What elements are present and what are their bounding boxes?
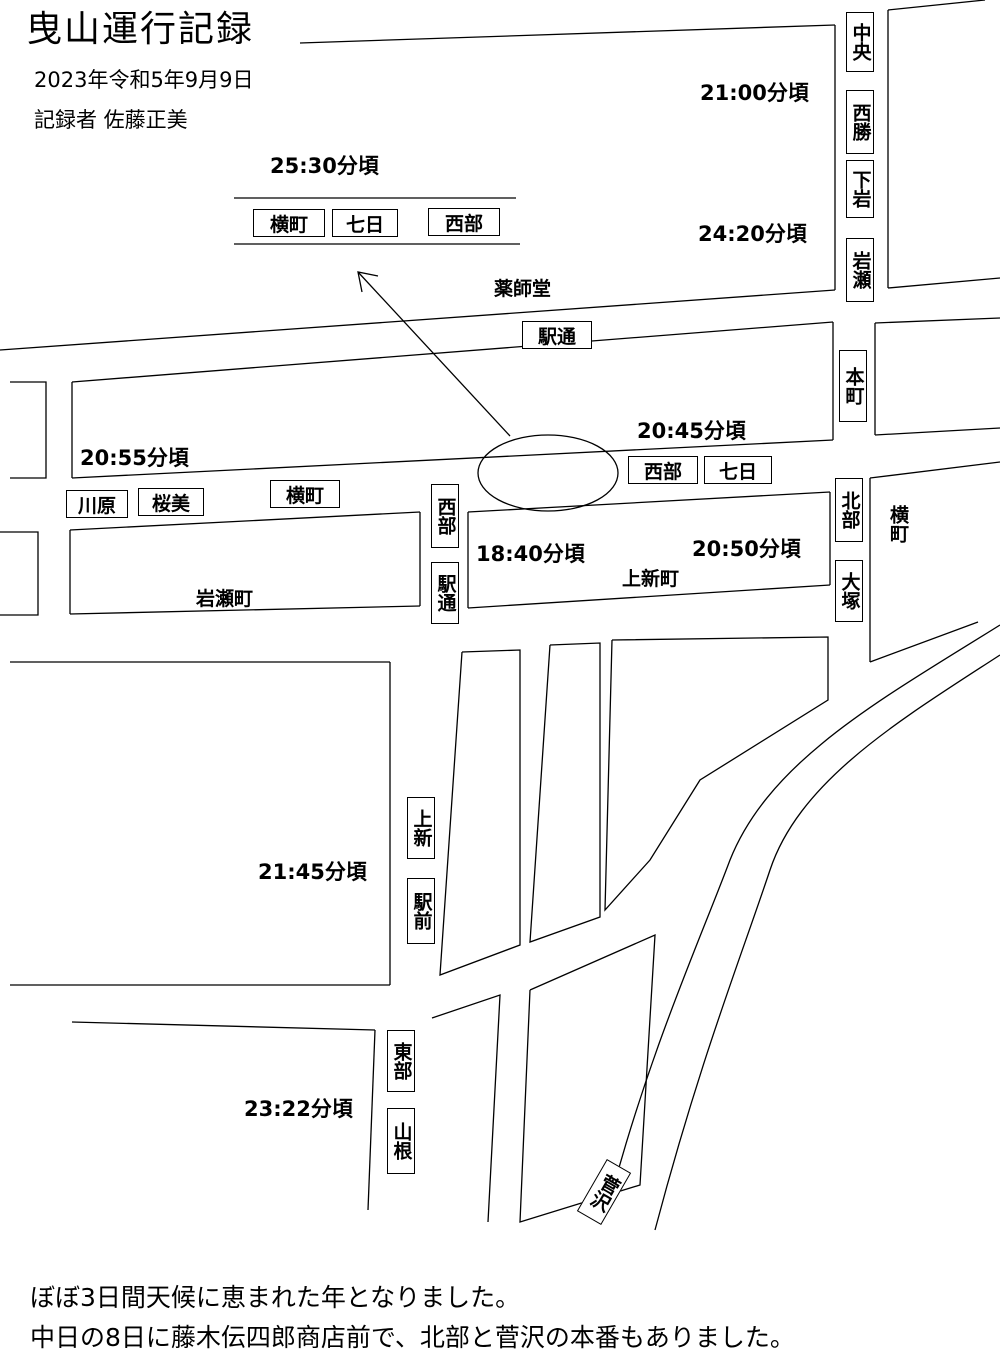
footer-note: 中日の8日に藤木伝四郎商店前で、北部と菅沢の本番もありました。: [30, 1323, 795, 1352]
float-marker: 東部: [387, 1030, 415, 1092]
road-line: [10, 381, 47, 479]
road-line: [869, 621, 979, 663]
time-label: 20:45分頃: [637, 419, 746, 443]
float-marker: 駅通: [431, 562, 459, 624]
recorder-name: 記録者 佐藤正美: [34, 108, 188, 132]
float-marker: 西勝: [846, 90, 874, 154]
road-line: [869, 461, 1000, 479]
float-marker: 七日: [704, 456, 772, 484]
footer-note: ぼぼ3日間天候に恵まれた年となりました。: [30, 1283, 521, 1312]
float-marker: 駅前: [407, 878, 435, 944]
highlight-ellipse: [477, 434, 619, 512]
street-name-iwasecho: 岩瀬町: [196, 588, 254, 610]
road-line: [71, 439, 834, 479]
road-line: [519, 933, 656, 1223]
road-line: [69, 605, 421, 615]
road-line: [367, 1029, 376, 1211]
float-marker: 桜美: [138, 488, 204, 516]
road-line: [71, 1021, 376, 1031]
road-line: [467, 584, 831, 609]
page-title: 曳山運行記録: [26, 9, 255, 50]
float-marker: 岩瀬: [846, 238, 874, 302]
float-marker: 横町: [253, 209, 325, 237]
time-label: 20:50分頃: [692, 537, 801, 561]
road-line: [0, 289, 836, 351]
road-line: [71, 321, 834, 383]
time-label: 20:55分頃: [80, 446, 189, 470]
float-marker: 上新: [407, 797, 435, 859]
record-date: 2023年令和5年9月9日: [34, 68, 254, 92]
time-label: 25:30分頃: [270, 154, 379, 178]
road-line: [654, 654, 1000, 1231]
float-marker: 山根: [387, 1108, 415, 1174]
road-line: [439, 649, 521, 976]
road-line: [604, 636, 829, 912]
road-line: [887, 277, 1000, 289]
road-line: [431, 994, 501, 1223]
float-marker: 中央: [846, 12, 874, 72]
street-name-yokomachi: 横町: [887, 505, 909, 543]
arrow-head: [357, 271, 379, 293]
road-line: [887, 0, 986, 11]
float-marker: 北部: [835, 478, 863, 542]
float-marker: 西部: [428, 208, 500, 236]
road-line: [529, 642, 601, 943]
road-line: [609, 624, 1000, 1201]
time-label: 18:40分頃: [476, 542, 585, 566]
float-marker: 大塚: [835, 560, 863, 622]
street-name-yakushido: 薬師堂: [494, 278, 552, 300]
float-marker: 西部: [431, 484, 459, 548]
time-label: 24:20分頃: [698, 222, 807, 246]
road-line: [874, 317, 1000, 324]
road-line: [299, 24, 836, 44]
road-line: [874, 427, 1000, 436]
float-marker: 西部: [628, 456, 698, 484]
float-marker: 下岩: [846, 160, 874, 218]
time-label: 21:00分頃: [700, 81, 809, 105]
road-line: [0, 531, 39, 616]
float-marker: 横町: [270, 480, 340, 508]
float-marker: 七日: [332, 209, 398, 237]
pointer-arrow: [357, 271, 511, 437]
time-label: 23:22分頃: [244, 1097, 353, 1121]
float-marker: 川原: [66, 490, 128, 518]
float-marker: 駅通: [522, 321, 592, 349]
time-label: 21:45分頃: [258, 860, 367, 884]
street-name-kamishincho: 上新町: [622, 568, 680, 590]
road-line: [467, 491, 831, 513]
road-line: [69, 511, 421, 531]
float-marker: 本町: [839, 350, 867, 422]
